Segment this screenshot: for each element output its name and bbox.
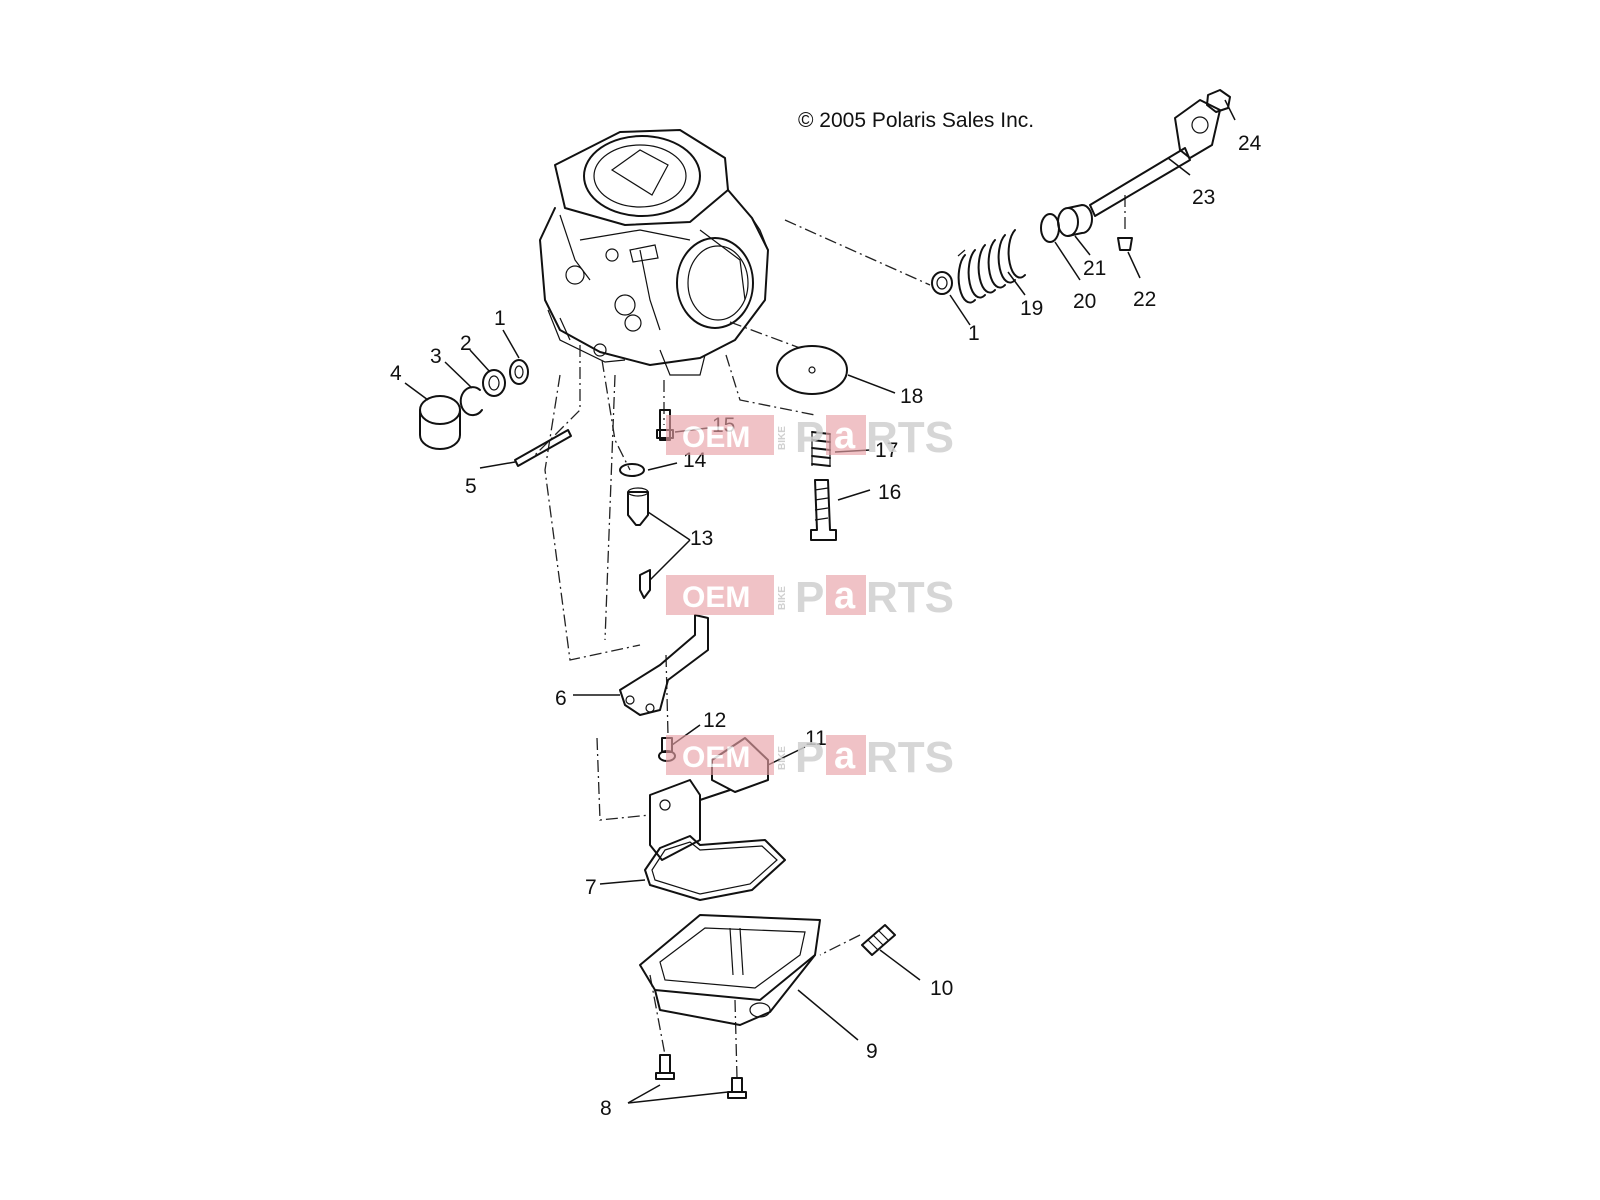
watermark-1: OEM BIKE P a RTS xyxy=(666,413,954,462)
callout-10: 10 xyxy=(930,977,953,1000)
callout-16: 16 xyxy=(878,481,901,504)
callout-23: 23 xyxy=(1192,186,1215,209)
callout-21: 21 xyxy=(1083,257,1106,280)
callout-2: 2 xyxy=(460,332,472,355)
callout-13: 13 xyxy=(690,527,713,550)
watermark-3: OEM BIKE P a RTS xyxy=(666,733,954,782)
callout-12: 12 xyxy=(703,709,726,732)
watermark-2: OEM BIKE P a RTS xyxy=(666,573,954,622)
part-1-oring-left xyxy=(509,359,529,385)
callout-7: 7 xyxy=(585,876,597,899)
callout-1-right: 1 xyxy=(968,322,980,345)
part-22-screw xyxy=(1117,237,1133,251)
svg-text:a: a xyxy=(834,415,856,457)
part-14-oring xyxy=(619,463,645,477)
callout-9: 9 xyxy=(866,1040,878,1063)
part-4-cap xyxy=(419,395,461,450)
part-18-diaphragm xyxy=(776,345,848,395)
part-6-bracket xyxy=(619,614,709,716)
part-16-screw xyxy=(810,479,837,541)
part-7-gasket xyxy=(644,835,786,901)
part-10-drain-screw xyxy=(861,924,896,956)
callout-20: 20 xyxy=(1073,290,1096,313)
part-20-washer xyxy=(1040,213,1060,243)
callout-24: 24 xyxy=(1238,132,1262,155)
svg-text:P: P xyxy=(795,573,824,622)
callout-19: 19 xyxy=(1020,297,1043,320)
callout-17: 17 xyxy=(875,439,898,462)
svg-text:P: P xyxy=(795,733,824,782)
copyright-text: © 2005 Polaris Sales Inc. xyxy=(798,109,1034,132)
callout-18: 18 xyxy=(900,385,923,408)
part-5-pin xyxy=(514,429,572,467)
carburetor-body xyxy=(539,129,769,376)
part-19-spring xyxy=(957,229,1026,304)
callout-8: 8 xyxy=(600,1097,612,1120)
part-9-float-bowl xyxy=(639,914,821,1026)
part-8-screws xyxy=(655,1054,747,1099)
svg-text:a: a xyxy=(834,735,856,777)
part-1-oring-right xyxy=(931,271,953,295)
callout-4: 4 xyxy=(390,362,402,385)
part-21-bushing xyxy=(1057,204,1093,237)
part-2-washer xyxy=(482,369,506,397)
assembly-lines xyxy=(534,195,1126,1079)
part-24-nut xyxy=(1206,89,1231,113)
callout-5: 5 xyxy=(465,475,477,498)
part-13-needle-seat xyxy=(627,487,651,599)
svg-text:RTS: RTS xyxy=(866,733,954,782)
callout-3: 3 xyxy=(430,345,442,368)
part-23-throttle-shaft xyxy=(1089,99,1221,217)
svg-text:BIKE: BIKE xyxy=(777,426,788,450)
callout-11: 11 xyxy=(805,727,827,750)
callout-1-left: 1 xyxy=(494,307,506,330)
svg-text:OEM: OEM xyxy=(682,741,750,774)
svg-text:P: P xyxy=(795,413,824,462)
svg-text:BIKE: BIKE xyxy=(777,746,788,770)
svg-text:a: a xyxy=(834,575,856,617)
svg-text:RTS: RTS xyxy=(866,573,954,622)
svg-text:BIKE: BIKE xyxy=(777,586,788,610)
callout-6: 6 xyxy=(555,687,567,710)
callout-numbers: 1 2 3 4 5 6 7 8 9 10 11 12 13 14 15 16 1… xyxy=(390,132,1262,1120)
svg-text:OEM: OEM xyxy=(682,581,750,614)
svg-text:RTS: RTS xyxy=(866,413,954,462)
part-3-clip xyxy=(459,386,483,417)
callout-22: 22 xyxy=(1133,288,1156,311)
svg-text:OEM: OEM xyxy=(682,421,750,454)
